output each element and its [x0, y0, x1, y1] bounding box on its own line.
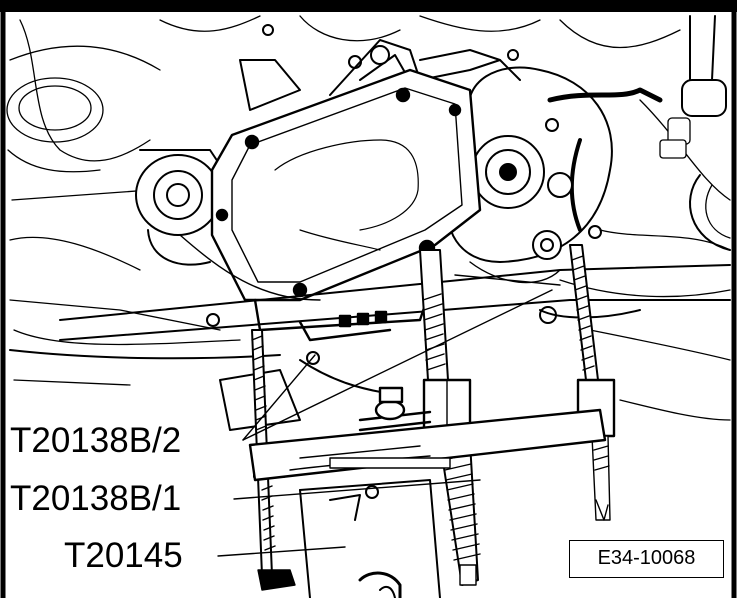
callout-label: T20138B/2 — [6, 421, 186, 461]
subframe — [9, 264, 731, 431]
support-leg — [299, 479, 441, 598]
leader-lines — [217, 289, 553, 557]
pulley-left — [135, 149, 231, 266]
threaded-rod-center — [419, 249, 481, 586]
crossbar — [248, 386, 607, 482]
callout-label: T20145 — [60, 536, 187, 576]
control-unit-cover — [210, 68, 482, 342]
drive-belt — [179, 234, 561, 301]
threaded-rod-right — [569, 244, 616, 521]
figure-id-box: E34-10068 — [569, 540, 724, 578]
callout-label: T20138B/1 — [6, 479, 186, 519]
pulley-right — [446, 66, 663, 263]
background-structure — [6, 15, 731, 421]
